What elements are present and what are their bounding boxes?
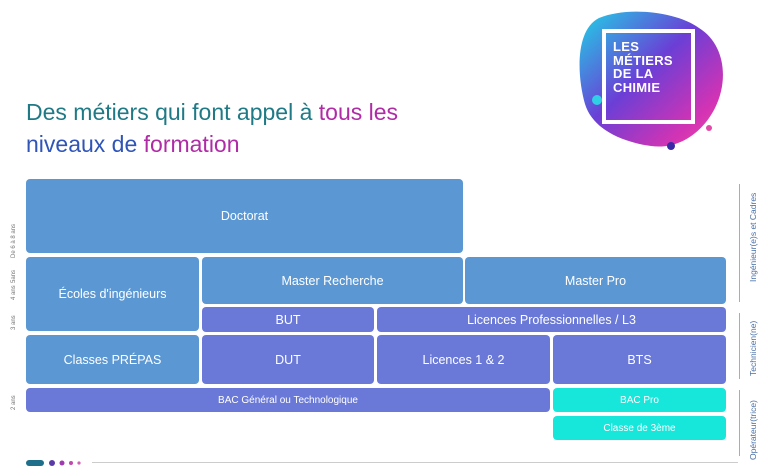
- title-highlight: tous les: [318, 99, 399, 125]
- category-divider: [739, 313, 740, 379]
- category-technicien: Technicien(ne): [748, 320, 758, 376]
- footer-divider: [92, 462, 738, 463]
- level-doctorat: Doctorat: [26, 179, 463, 253]
- logo-blob: [579, 11, 723, 150]
- level-bac-pro: BAC Pro: [553, 388, 726, 412]
- logo-frame: [602, 29, 695, 124]
- level-master-pro: Master Pro: [465, 257, 726, 304]
- category-divider: [739, 390, 740, 456]
- level-dut: DUT: [202, 335, 374, 384]
- duration-label: De 6 à 8 ans: [11, 223, 17, 258]
- level-classes-prepas: Classes PRÉPAS: [26, 335, 199, 384]
- title-part: niveaux de: [26, 131, 144, 157]
- duration-label: 2 ans: [11, 395, 17, 410]
- logo-text: LES MÉTIERS DE LA CHIMIE: [613, 39, 673, 95]
- level-bac-general: BAC Général ou Technologique: [26, 388, 550, 412]
- duration-label: 4 ans: [11, 285, 17, 300]
- category-cadres: Ingénieur(e)s et Cadres: [748, 192, 758, 282]
- duration-label: 3 ans: [11, 315, 17, 330]
- level-classe-3eme: Classe de 3ème: [553, 416, 726, 440]
- level-licences-1-2: Licences 1 & 2: [377, 335, 550, 384]
- page-title: Des métiers qui font appel à tous les ni…: [26, 96, 398, 160]
- title-part: Des métiers qui font appel à: [26, 99, 319, 125]
- category-divider: [739, 184, 740, 302]
- title-highlight: formation: [143, 131, 240, 157]
- duration-label: 5ans: [11, 269, 17, 283]
- category-operateur: Opérateur(trice): [748, 400, 758, 460]
- logo: LES MÉTIERS DE LA CHIMIE: [579, 10, 727, 152]
- decorative-dots: [26, 460, 81, 466]
- level-but: BUT: [202, 307, 374, 332]
- level-licences-pro: Licences Professionnelles / L3: [377, 307, 726, 332]
- level-master-recherche: Master Recherche: [202, 257, 463, 304]
- level-ecoles-ingenieurs: Écoles d'ingénieurs: [26, 257, 199, 331]
- level-bts: BTS: [553, 335, 726, 384]
